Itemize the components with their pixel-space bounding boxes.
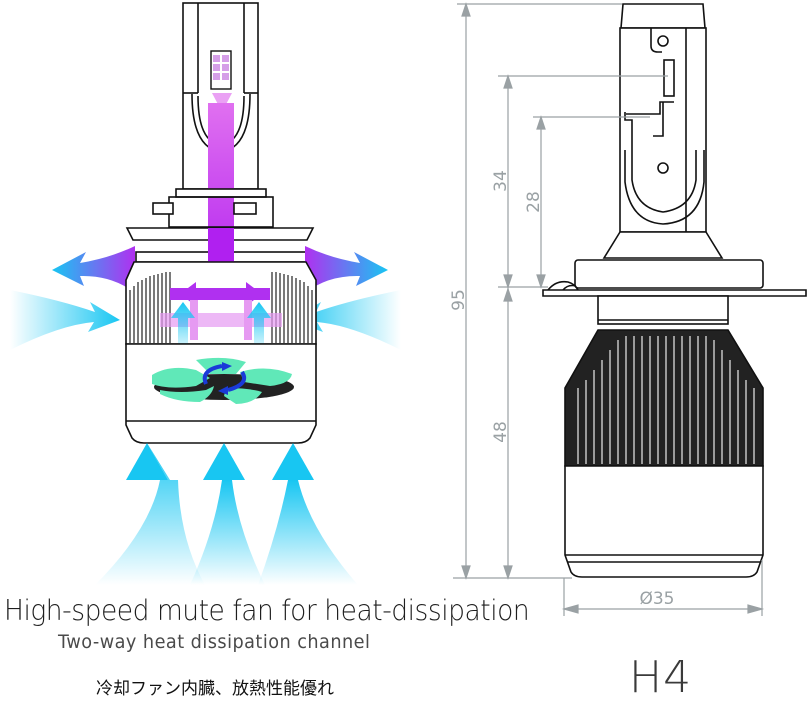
feature-subtitle: Two-way heat dissipation channel (58, 631, 371, 653)
cool-air-intake-arrows (10, 290, 401, 350)
led-chip-icon (210, 50, 232, 90)
fan-bulb-illustration (10, 2, 401, 585)
h4-stem (619, 3, 707, 233)
feature-japanese-caption: 冷却ファン内臓、放熱性能優れ (96, 679, 334, 699)
dim-diameter: Ø35 (639, 589, 674, 609)
dim-body-height: 48 (491, 421, 511, 443)
fan-icon (152, 357, 294, 404)
dim-total-height: 95 (449, 289, 469, 311)
heatsink (125, 261, 317, 345)
h4-base (542, 231, 807, 325)
dimension-labels: 95 34 28 48 Ø35 (449, 170, 675, 609)
model-label: H4 (629, 652, 693, 703)
cool-air-arrow-icon (171, 302, 271, 345)
cool-air-intake-bottom (95, 443, 358, 585)
rotation-arrow-icon (202, 362, 247, 395)
feature-title: High-speed mute fan for heat-dissipation (4, 594, 530, 627)
h4-heatsink (564, 329, 764, 467)
dimension-lines (453, 2, 765, 616)
h4-technical-drawing: 95 34 28 48 Ø35 (449, 2, 807, 616)
heat-exhaust-arrows (52, 246, 388, 293)
dim-upper-height: 34 (491, 170, 511, 192)
h4-fan-body (564, 465, 764, 578)
dim-connector-height: 28 (524, 191, 544, 213)
